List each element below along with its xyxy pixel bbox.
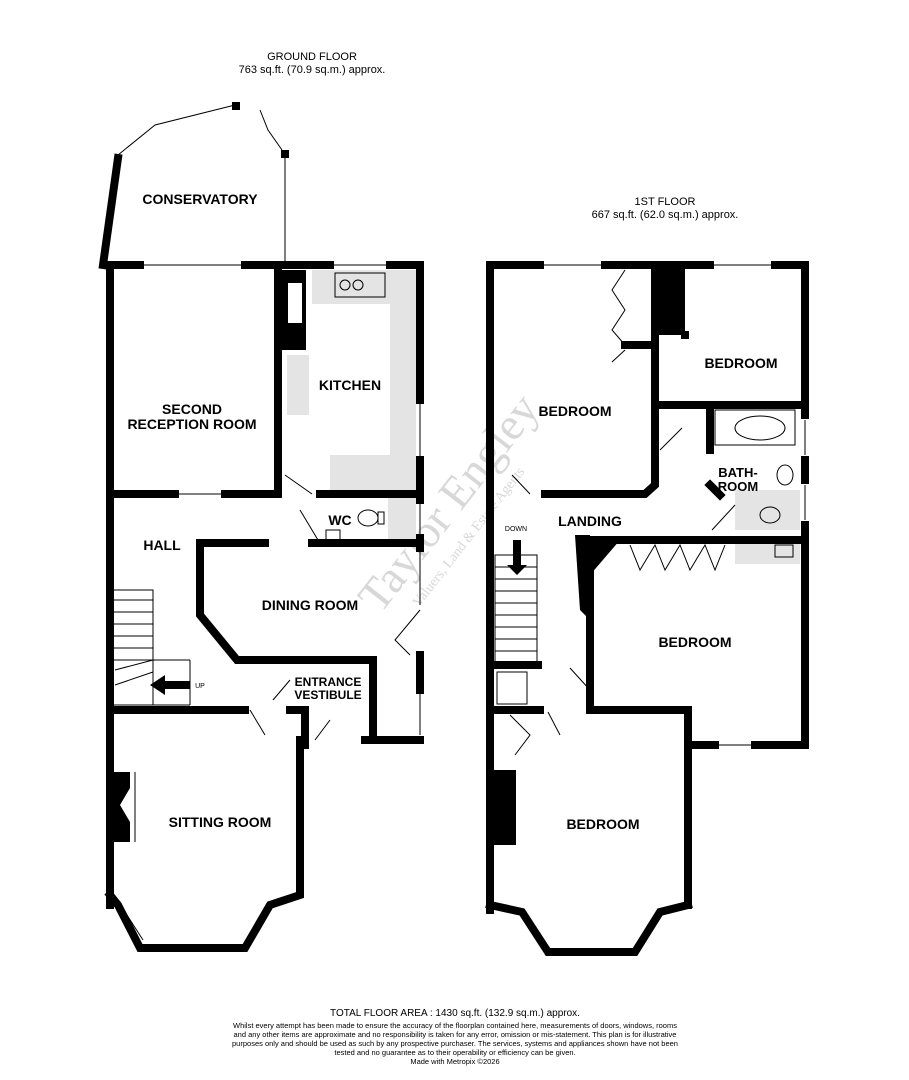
toilet-icon bbox=[759, 506, 781, 524]
dining-room-wall bbox=[196, 539, 377, 744]
room-label-bedroom: BEDROOM bbox=[658, 634, 731, 650]
disclaimer: Whilst every attempt has been made to en… bbox=[232, 1021, 678, 1057]
sink-bowl-icon bbox=[339, 279, 351, 291]
toilet-cistern-icon bbox=[377, 511, 385, 525]
conservatory-door bbox=[259, 109, 283, 151]
chimney-breast bbox=[588, 540, 620, 575]
wc-door bbox=[299, 509, 319, 541]
sink-bowl-icon bbox=[352, 279, 364, 291]
kitchen-worktop bbox=[287, 355, 309, 415]
kitchen-worktop bbox=[330, 455, 416, 490]
bathroom-door bbox=[711, 504, 736, 531]
cupboard bbox=[288, 283, 302, 323]
conservatory-wall bbox=[98, 153, 123, 270]
plan-drawing: Taylor Engley Valuers, Land & Estate Age… bbox=[98, 102, 809, 956]
first-floor-area: 667 sq.ft. (62.0 sq.m.) approx. bbox=[591, 209, 739, 221]
sitting-room-wall bbox=[104, 736, 304, 952]
room-label-entrance-vestibule: VESTIBULE bbox=[294, 688, 361, 702]
vestibule-inner-door bbox=[314, 719, 331, 741]
stairs-down-label: DOWN bbox=[505, 526, 527, 533]
conservatory-window bbox=[117, 104, 236, 156]
bedroom-door bbox=[547, 711, 561, 736]
bay-window bbox=[124, 911, 144, 941]
vestibule-door bbox=[272, 679, 291, 701]
kitchen-door bbox=[284, 474, 313, 495]
bay-window bbox=[637, 917, 657, 946]
cupboard-door bbox=[509, 714, 531, 756]
room-label-sitting-room: SITTING ROOM bbox=[169, 814, 272, 830]
wall bbox=[704, 479, 726, 501]
room-label-hall: HALL bbox=[143, 537, 181, 553]
room-label-bedroom: BEDROOM bbox=[566, 816, 639, 832]
ground-floor-title: GROUND FLOOR bbox=[267, 51, 357, 63]
bedroom-door bbox=[659, 427, 683, 451]
toilet-icon bbox=[357, 509, 379, 527]
room-label-bathroom: BATH- bbox=[718, 465, 757, 480]
first-floor-header: 1ST FLOOR 667 sq.ft. (62.0 sq.m.) approx… bbox=[565, 196, 765, 222]
room-label-bedroom: BEDROOM bbox=[538, 403, 611, 419]
room-label-landing: LANDING bbox=[558, 513, 622, 529]
staircase-up bbox=[112, 589, 191, 706]
ground-floor-header: GROUND FLOOR 763 sq.ft. (70.9 sq.m.) app… bbox=[212, 51, 412, 77]
credit: Made with Metropix ©2026 bbox=[410, 1057, 500, 1066]
sitting-room-door bbox=[249, 709, 266, 736]
room-label-entrance-vestibule: ENTRANCE bbox=[295, 675, 362, 689]
room-label-second-reception: RECEPTION ROOM bbox=[127, 416, 256, 432]
post bbox=[232, 102, 240, 110]
basin-icon bbox=[776, 464, 794, 486]
ground-floor-area: 763 sq.ft. (70.9 sq.m.) approx. bbox=[238, 64, 386, 76]
watermark: Taylor Engley Valuers, Land & Estate Age… bbox=[348, 384, 549, 621]
front-door bbox=[394, 609, 421, 656]
bathroom-floor bbox=[735, 490, 800, 530]
boiler-icon bbox=[774, 544, 794, 558]
bay-window bbox=[527, 917, 546, 946]
bay-window bbox=[247, 911, 267, 941]
bay-wall bbox=[485, 900, 693, 956]
landing-wall-nib bbox=[575, 535, 590, 620]
total-floor-area: TOTAL FLOOR AREA : 1430 sq.ft. (132.9 sq… bbox=[330, 1008, 580, 1019]
first-floor-title: 1ST FLOOR bbox=[634, 196, 696, 208]
room-label-dining-room: DINING ROOM bbox=[262, 597, 358, 613]
wardrobe-doors bbox=[611, 269, 626, 346]
bedroom-door bbox=[569, 667, 591, 691]
bath-icon bbox=[714, 409, 796, 446]
down-arrow-icon bbox=[507, 540, 527, 575]
basin-icon bbox=[325, 529, 341, 541]
bedroom-door bbox=[511, 474, 531, 495]
bath-tub-icon bbox=[734, 415, 786, 441]
wardrobe-doors bbox=[629, 543, 726, 572]
room-label-kitchen: KITCHEN bbox=[319, 377, 381, 393]
post bbox=[281, 150, 289, 158]
ground-floor-plan: UP CONSERVATORY SECOND RECEPTION ROOM KI… bbox=[98, 102, 424, 952]
room-label-bedroom: BEDROOM bbox=[704, 355, 777, 371]
room-label-conservatory: CONSERVATORY bbox=[142, 191, 258, 207]
sink-icon bbox=[334, 272, 386, 298]
footer: TOTAL FLOOR AREA : 1430 sq.ft. (132.9 sq… bbox=[230, 1008, 680, 1066]
room-label-second-reception: SECOND bbox=[162, 401, 222, 417]
bedroom-wall bbox=[541, 261, 659, 498]
chimney-breast bbox=[494, 770, 516, 845]
first-floor-plan: DOWN BEDROOM BEDROOM BATH- ROOM LANDING … bbox=[485, 261, 809, 956]
kitchen-worktop bbox=[390, 270, 416, 490]
fireplace bbox=[114, 772, 130, 842]
cupboard-door bbox=[611, 349, 626, 363]
stairs-up-label: UP bbox=[195, 683, 205, 690]
watermark-name: Taylor Engley bbox=[348, 384, 549, 621]
wc-cistern-area bbox=[388, 498, 416, 540]
up-arrow-icon bbox=[150, 675, 190, 695]
shower-icon bbox=[496, 671, 528, 705]
chimney-breast bbox=[655, 265, 685, 335]
room-label-bathroom: ROOM bbox=[718, 479, 758, 494]
staircase-down bbox=[494, 540, 538, 664]
room-label-wc: WC bbox=[328, 512, 351, 528]
